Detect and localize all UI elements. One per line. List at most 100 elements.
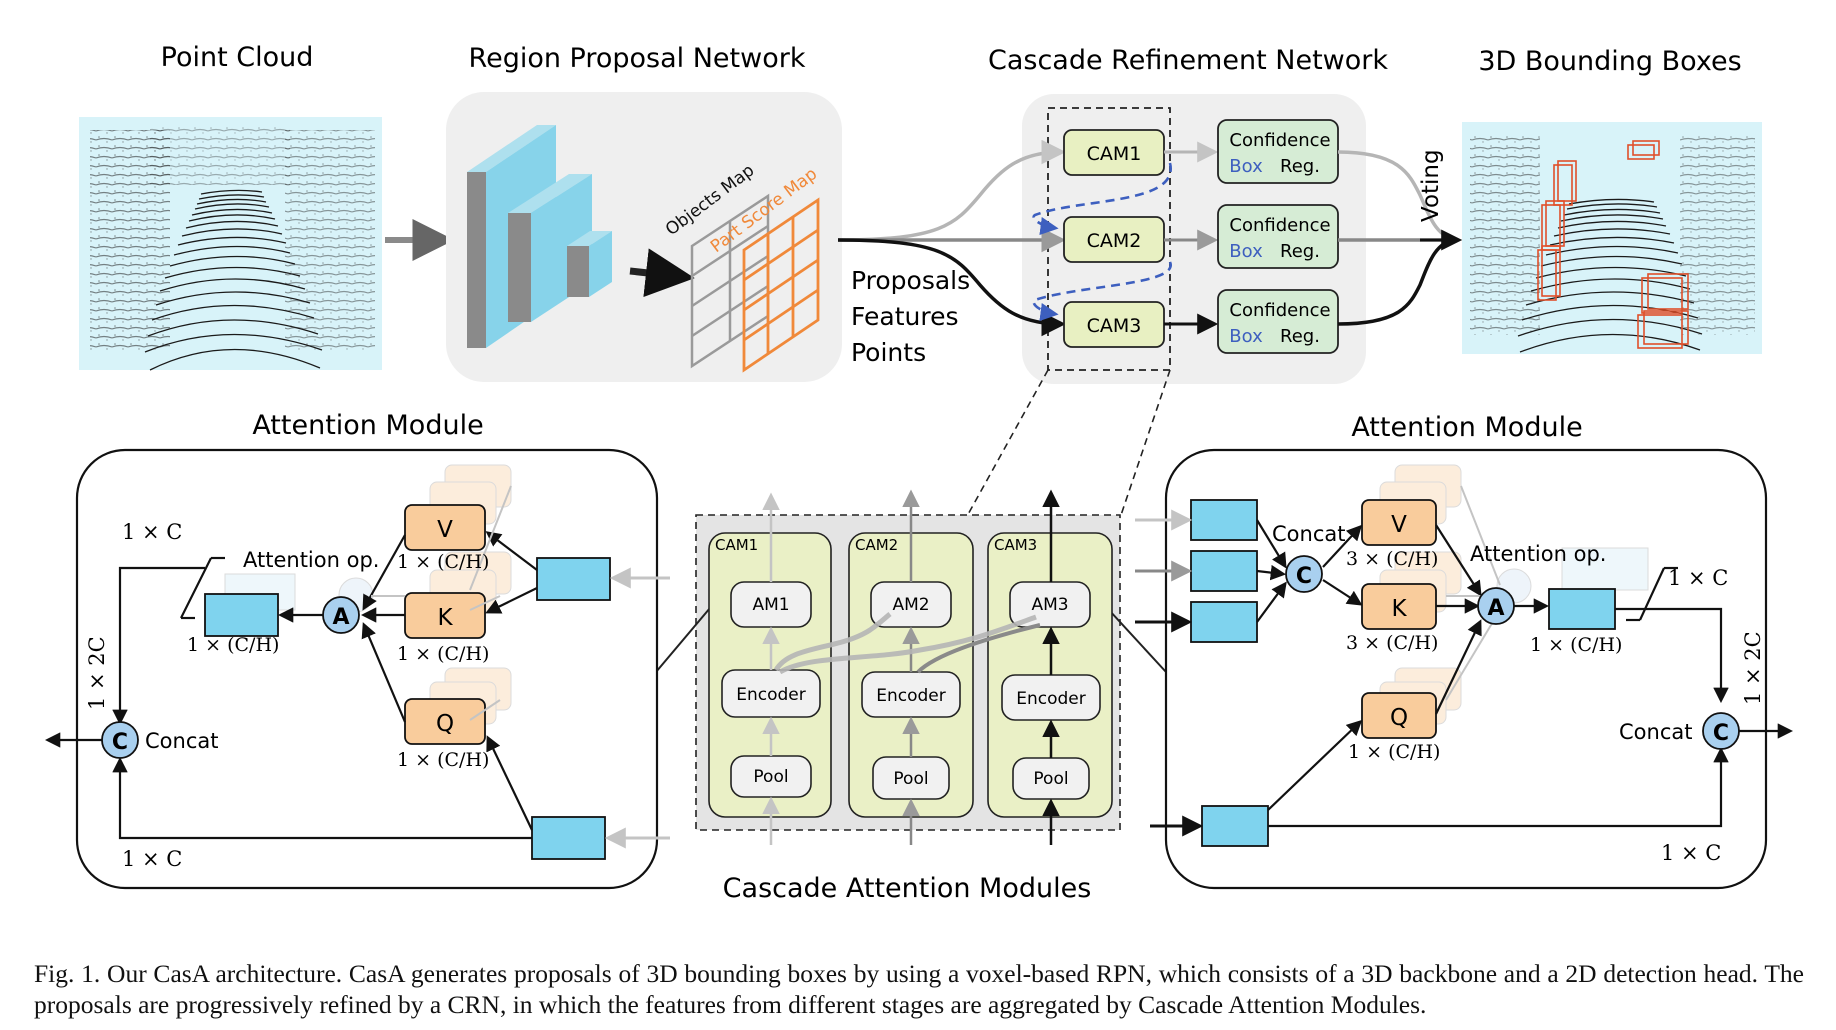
title-attention-right: Attention Module [1351,412,1582,443]
link-rpn-cam1 [837,139,1066,242]
attention-right-a: A [1487,596,1504,621]
attention-right-k-box: K [1361,583,1437,630]
zoom-guide-right [1119,369,1171,519]
attention-right-q-box: Q [1361,692,1437,739]
attention-right-output-box [1548,588,1616,630]
stage1-cam-label: CAM1 [715,536,758,554]
voting-label: Voting [1418,149,1444,222]
title-crn: Cascade Refinement Network [988,45,1388,76]
input-features: Features [851,302,959,331]
cascade-left-links [655,607,1167,673]
attention-left-panel [75,448,659,890]
attention-left-a-node: A [322,596,360,634]
cascade-stage-1: CAM1 AM1 Encoder Pool [708,532,832,818]
attention-right-dim-c-top: 1 × C [1668,566,1728,590]
head3-box: Box [1229,326,1263,347]
attention-left-k: K [437,605,453,631]
figure-caption: Fig. 1. Our CasA architecture. CasA gene… [34,959,1804,1019]
attention-right-c-in-node: C [1285,555,1323,593]
stage2-pool-label: Pool [893,769,928,789]
attention-left-q-box: Q [404,698,486,745]
head1-box: Box [1229,156,1263,177]
title-attention-left: Attention Module [252,410,483,441]
crn-cam2-label: CAM2 [1087,230,1142,252]
attention-right-q-input [1201,805,1269,847]
head1-reg: Reg. [1280,156,1320,177]
attention-left-concat-label: Concat [145,729,218,753]
bounding-boxes-image [1462,122,1762,354]
attention-left-dim-k: 1 × (C/H) [397,643,489,665]
attention-right-v: V [1391,512,1407,538]
stage3-am-label: AM3 [1031,595,1068,615]
attention-left-slash-marks [180,556,225,620]
attention-right-dim-2c: 1 × 2C [1741,631,1765,705]
input-points: Points [851,338,926,367]
crn-cam3: CAM3 [1063,301,1165,348]
stage1-am-label: AM1 [752,595,789,615]
head2-reg: Reg. [1280,241,1320,262]
attention-right-slash-marks [1626,566,1678,622]
attention-left-op-label: Attention op. [243,548,379,572]
attention-left-v: V [437,517,453,543]
rpn-backbone-blocks [467,125,612,348]
attention-left-kv-input [536,557,611,601]
stage1-pool-label: Pool [753,767,788,787]
attention-left-c-node: C [101,721,139,759]
title-rpn: Region Proposal Network [469,43,806,74]
crn-cam1-label: CAM1 [1087,143,1142,165]
attention-right-input-3 [1190,601,1258,643]
head3-confidence: Confidence [1229,300,1330,321]
attention-left-dim-c-top: 1 × C [122,520,182,544]
head2-confidence: Confidence [1229,215,1330,236]
title-point-cloud: Point Cloud [161,42,314,73]
attention-left-a: A [332,605,349,630]
crn-cam3-label: CAM3 [1087,315,1142,337]
crn-head-1: Confidence Box Reg. [1217,119,1339,184]
link-head1-voting [1337,150,1459,242]
attention-left-dim-2c: 1 × 2C [85,636,109,710]
attention-right-dim-k: 3 × (C/H) [1346,632,1438,654]
attention-left-dim-v: 1 × (C/H) [397,551,489,573]
attention-right-internal-links [1256,519,1794,828]
zoom-guide-left [965,369,1049,519]
stage3-encoder-label: Encoder [1016,689,1086,709]
crn-head-3: Confidence Box Reg. [1217,289,1339,354]
attention-left-q-input [531,816,606,860]
attention-right-dim-c-bottom: 1 × C [1661,841,1721,865]
head1-confidence: Confidence [1229,130,1330,151]
attention-left-internal-links [44,531,538,840]
attention-right-k: K [1391,596,1407,622]
attention-left-v-box: V [404,504,486,551]
attention-right-input-2 [1190,550,1258,592]
attention-right-concat-out-label: Concat [1619,720,1692,744]
title-cascade-modules: Cascade Attention Modules [723,873,1092,904]
crn-cam1: CAM1 [1063,129,1165,176]
stage2-cam-label: CAM2 [855,536,898,554]
head3-reg: Reg. [1280,326,1320,347]
stage2-am-label: AM2 [892,595,929,615]
attention-right-c-out-node: C [1702,712,1740,750]
attention-right-a-node: A [1477,587,1515,625]
attention-right-q: Q [1390,705,1408,731]
link-rpn-cam3 [837,238,1066,337]
attention-right-dim-v: 3 × (C/H) [1346,548,1438,570]
dashed-link-stage2-stage3 [1032,261,1172,322]
attention-left-dim-q: 1 × (C/H) [397,749,489,771]
stage3-cam-label: CAM3 [994,536,1037,554]
attention-left-output-box [204,593,279,637]
head2-box: Box [1229,241,1263,262]
crn-head-2: Confidence Box Reg. [1217,204,1339,269]
attention-left-c: C [112,730,128,755]
attention-left-gray-links [371,485,512,721]
attention-right-input-1 [1190,499,1258,541]
attention-left-q: Q [436,711,454,737]
attention-right-c-in: C [1296,564,1312,589]
crn-cam2: CAM2 [1063,216,1165,263]
part-score-map-grid [742,197,820,373]
attention-left-dim-c-bottom: 1 × C [122,847,182,871]
stage3-pool-label: Pool [1033,769,1068,789]
attention-left-k-box: K [404,592,486,639]
link-head3-voting [1337,238,1456,326]
attention-right-v-box: V [1361,499,1437,546]
